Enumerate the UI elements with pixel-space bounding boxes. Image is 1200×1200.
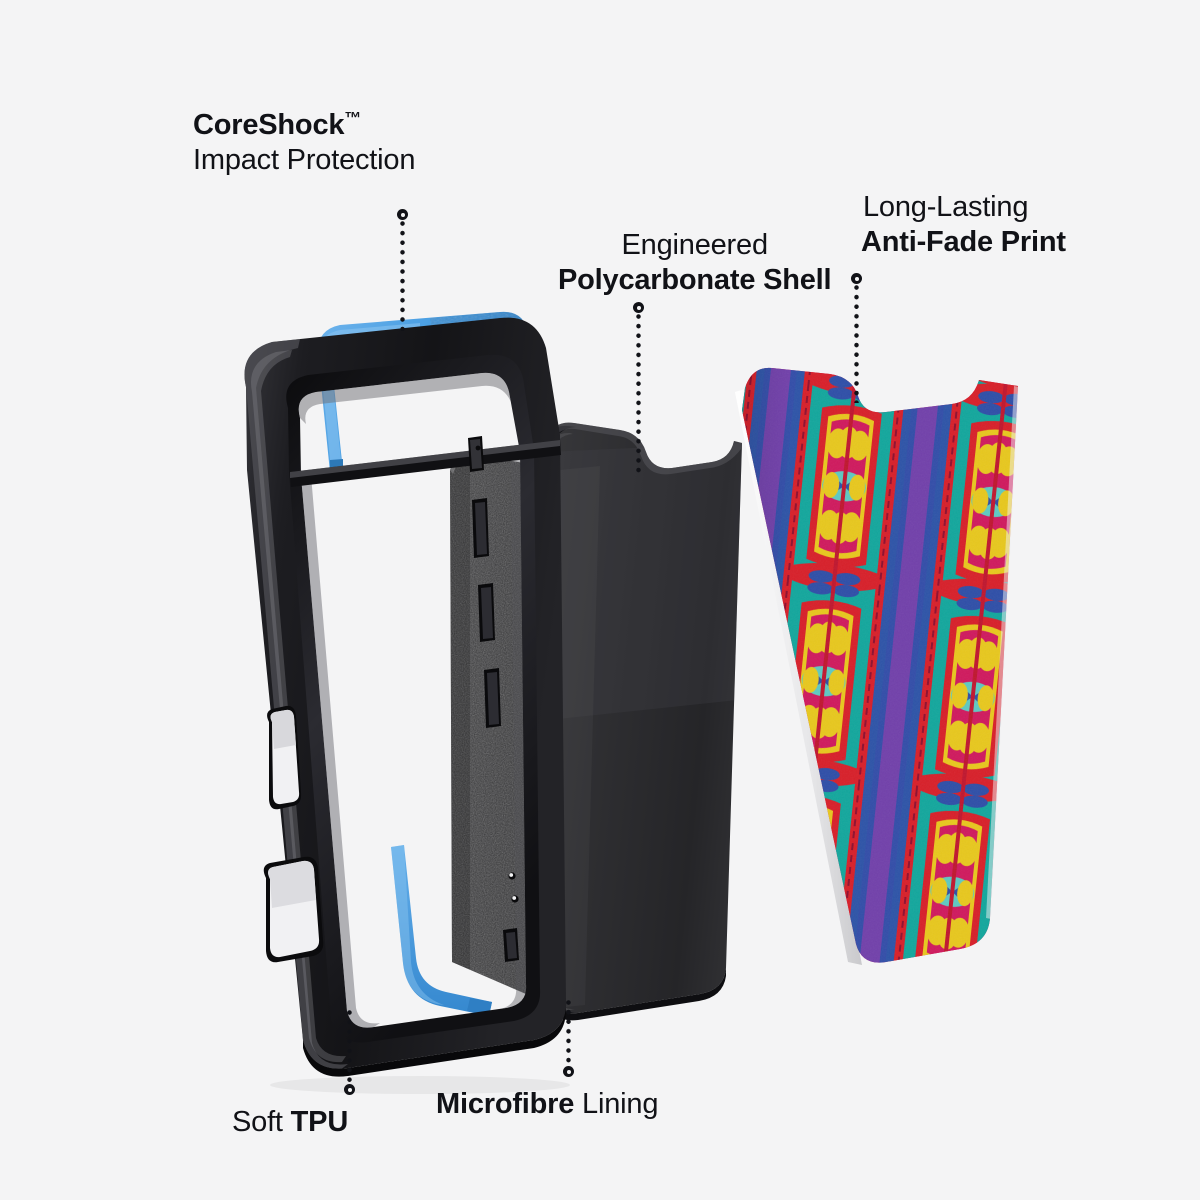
callout-microfibre: Microfibre Lining <box>436 1087 658 1122</box>
callout-polycarbonate: Engineered Polycarbonate Shell <box>558 228 832 299</box>
leader-stem <box>566 1000 571 1064</box>
tpu-bumper-frame <box>244 311 570 1094</box>
leader-stem <box>400 221 405 331</box>
callout-antifade-line1: Long-Lasting <box>863 191 1029 223</box>
leader-line-polycarbonate <box>633 302 644 474</box>
leader-stem <box>347 1010 352 1082</box>
callout-coreshock: CoreShock™ Impact Protection <box>193 108 415 179</box>
callout-antifade: Long-Lasting Anti-Fade Print <box>861 190 1066 261</box>
leader-line-tpu <box>344 1010 355 1095</box>
callout-antifade-line2: Anti-Fade Print <box>861 226 1066 259</box>
leader-ring <box>563 1066 574 1077</box>
callout-microfibre-line: Microfibre Lining <box>436 1088 659 1120</box>
leader-ring <box>344 1084 355 1095</box>
callout-polycarbonate-line2: Polycarbonate Shell <box>558 264 832 297</box>
callout-tpu: Soft TPU <box>232 1105 348 1140</box>
leader-line-antifade <box>851 273 862 403</box>
callout-coreshock-line1: CoreShock™ <box>193 108 362 141</box>
callout-coreshock-line2: Impact Protection <box>193 144 416 177</box>
leader-stem <box>854 285 859 403</box>
button-cutouts <box>263 705 324 963</box>
leader-ring <box>633 302 644 313</box>
speaker-slots <box>468 436 519 962</box>
callout-tpu-line: Soft TPU <box>232 1106 349 1138</box>
leader-line-coreshock <box>397 209 408 331</box>
callout-polycarbonate-line1: Engineered <box>621 229 769 261</box>
leader-stem <box>636 314 641 474</box>
leader-ring <box>851 273 862 284</box>
leader-line-microfibre <box>563 1000 574 1077</box>
leader-ring <box>397 209 408 220</box>
